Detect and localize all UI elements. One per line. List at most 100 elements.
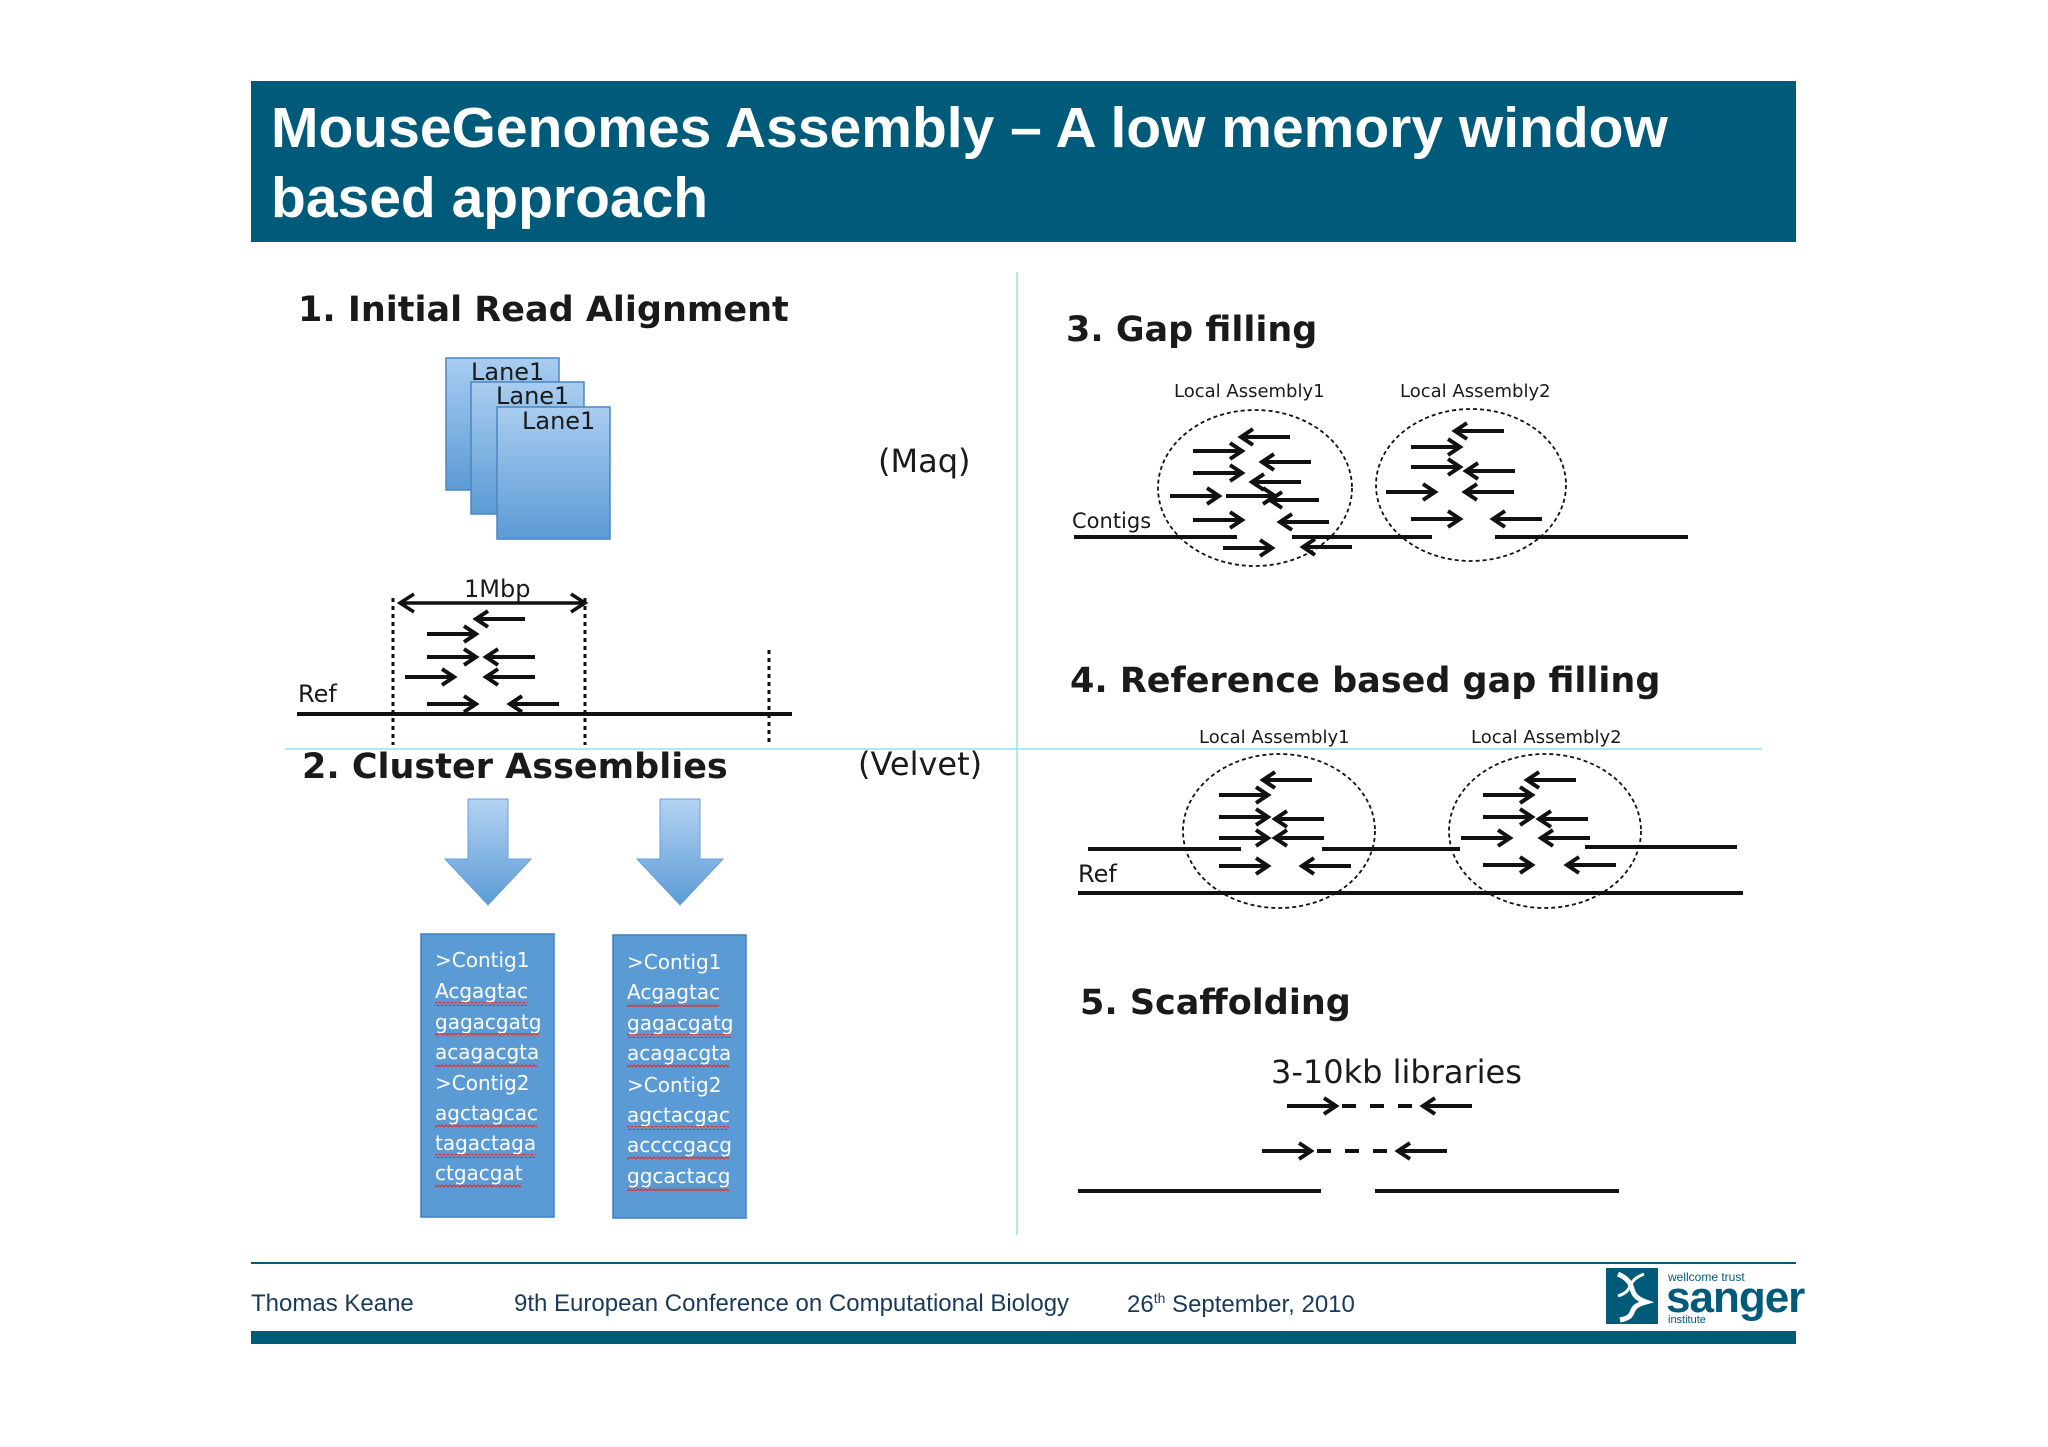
read-arrow bbox=[1483, 855, 1536, 875]
read-arrow bbox=[1535, 809, 1588, 829]
read-arrow bbox=[1259, 770, 1312, 790]
read-arrow bbox=[1411, 437, 1464, 457]
read-arrow bbox=[1287, 1096, 1340, 1116]
read-arrow bbox=[506, 694, 559, 714]
read-arrow bbox=[1258, 452, 1311, 472]
ref-assembly-circle-1 bbox=[1182, 753, 1376, 909]
sequence-line: gagacgatg bbox=[627, 1011, 733, 1035]
contig-header: >Contig2 bbox=[627, 1073, 721, 1097]
contig-header: >Contig2 bbox=[435, 1071, 529, 1095]
slide-title: MouseGenomes Assembly – A low memory win… bbox=[271, 96, 1668, 230]
local-assembly-circle-2 bbox=[1375, 408, 1567, 562]
scaffold-diagram bbox=[1078, 1096, 1619, 1193]
footer-conference: 9th European Conference on Computational… bbox=[514, 1290, 1070, 1317]
panel5-heading: 5. Scaffolding bbox=[1080, 983, 1351, 1023]
read-arrow bbox=[1248, 472, 1301, 492]
read-arrow bbox=[1523, 770, 1576, 790]
read-arrow bbox=[1223, 538, 1276, 558]
read-arrow bbox=[427, 624, 480, 644]
ref-gap-fill-diagram bbox=[1078, 753, 1743, 909]
read-arrow bbox=[1394, 1141, 1447, 1161]
spell-squiggle bbox=[435, 1124, 537, 1128]
read-arrow bbox=[1411, 457, 1464, 477]
lane-card-3 bbox=[496, 406, 611, 540]
read-arrow bbox=[1483, 785, 1536, 805]
read-arrow bbox=[1170, 486, 1223, 506]
read-arrow bbox=[1193, 441, 1246, 461]
read-arrow bbox=[1219, 828, 1272, 848]
window-size-label: 1Mbp bbox=[464, 575, 530, 603]
read-arrow bbox=[1193, 510, 1246, 530]
gap-assembly2-label: Local Assembly2 bbox=[1400, 381, 1551, 402]
panel4-heading: 4. Reference based gap filling bbox=[1070, 661, 1660, 701]
lane-label-2: Lane1 bbox=[496, 382, 569, 410]
logo-bottom-text: institute bbox=[1668, 1314, 1706, 1326]
contig-box-1: >Contig1 Acgagtac gagacgatg acagacgta >C… bbox=[420, 933, 555, 1218]
slide-title-bar: MouseGenomes Assembly – A low memory win… bbox=[251, 81, 1796, 242]
ref-label: Ref bbox=[298, 680, 337, 708]
read-arrow bbox=[1483, 807, 1536, 827]
maq-label: (Maq) bbox=[878, 442, 971, 480]
footer-author: Thomas Keane bbox=[251, 1290, 414, 1317]
span-arrowhead-right bbox=[570, 592, 589, 614]
read-arrow bbox=[1563, 855, 1616, 875]
libraries-label: 3-10kb libraries bbox=[1271, 1053, 1522, 1091]
velvet-label: (Velvet) bbox=[858, 745, 982, 783]
ref-assembly-circle-2 bbox=[1448, 753, 1642, 909]
read-arrow bbox=[1298, 856, 1351, 876]
read-arrow bbox=[1193, 463, 1246, 483]
sequence-line: accccgacg bbox=[627, 1133, 732, 1157]
read-arrow bbox=[1419, 1096, 1472, 1116]
read-arrow bbox=[482, 647, 535, 667]
spell-squiggle bbox=[627, 1034, 731, 1038]
panel1-heading: 1. Initial Read Alignment bbox=[298, 290, 789, 330]
read-arrow bbox=[1537, 828, 1590, 848]
sequence-line: acagacgta bbox=[435, 1040, 539, 1064]
contig-box-2: >Contig1 Acgagtac gagacgatg acagacgta >C… bbox=[612, 934, 747, 1219]
sequence-line: gagacgatg bbox=[435, 1010, 541, 1034]
read-arrow bbox=[1462, 461, 1515, 481]
span-arrowhead-left bbox=[396, 592, 415, 614]
footer-date-suffix: th bbox=[1153, 1290, 1166, 1306]
read-arrow bbox=[1219, 785, 1272, 805]
panel2-heading: 2. Cluster Assemblies bbox=[302, 747, 728, 787]
spell-squiggle bbox=[435, 1033, 539, 1037]
sequence-line: agctagcac bbox=[435, 1101, 538, 1125]
read-arrow bbox=[405, 667, 458, 687]
spell-squiggle bbox=[435, 1063, 537, 1067]
down-arrow-1 bbox=[443, 798, 533, 906]
read-arrow bbox=[1461, 482, 1514, 502]
ref-assembly2-label: Local Assembly2 bbox=[1471, 727, 1622, 748]
read-arrow bbox=[1271, 828, 1324, 848]
spell-squiggle bbox=[627, 1003, 719, 1007]
contigs-label: Contigs bbox=[1072, 509, 1151, 533]
read-arrow bbox=[482, 667, 535, 687]
contig-box-bg bbox=[612, 934, 747, 1219]
read-arrow bbox=[472, 609, 525, 629]
window-diagram bbox=[297, 592, 792, 745]
spell-squiggle bbox=[435, 1154, 535, 1158]
read-arrow bbox=[1271, 809, 1324, 829]
contig-box-bg bbox=[420, 933, 555, 1218]
contig-header: >Contig1 bbox=[435, 948, 529, 972]
footer-rule bbox=[251, 1262, 1796, 1264]
read-arrow bbox=[1386, 482, 1439, 502]
sequence-line: acagacgta bbox=[627, 1041, 731, 1065]
read-arrow bbox=[1276, 512, 1329, 532]
spell-squiggle bbox=[627, 1064, 729, 1068]
gap-fill-diagram bbox=[1074, 408, 1688, 567]
ref-assembly1-label: Local Assembly1 bbox=[1199, 727, 1350, 748]
read-arrow bbox=[427, 694, 480, 714]
spell-squiggle bbox=[627, 1156, 729, 1160]
read-arrow bbox=[1219, 807, 1272, 827]
read-arrow bbox=[1262, 1141, 1315, 1161]
footer-date-rest: September, 2010 bbox=[1165, 1291, 1355, 1318]
sequence-line: tagactaga bbox=[435, 1131, 536, 1155]
read-arrow bbox=[1411, 509, 1464, 529]
lane-label-3: Lane1 bbox=[522, 407, 595, 435]
footer-bar bbox=[251, 1331, 1796, 1344]
ref-label-2: Ref bbox=[1078, 860, 1117, 888]
read-arrow bbox=[1461, 828, 1514, 848]
read-arrow bbox=[1266, 490, 1319, 510]
